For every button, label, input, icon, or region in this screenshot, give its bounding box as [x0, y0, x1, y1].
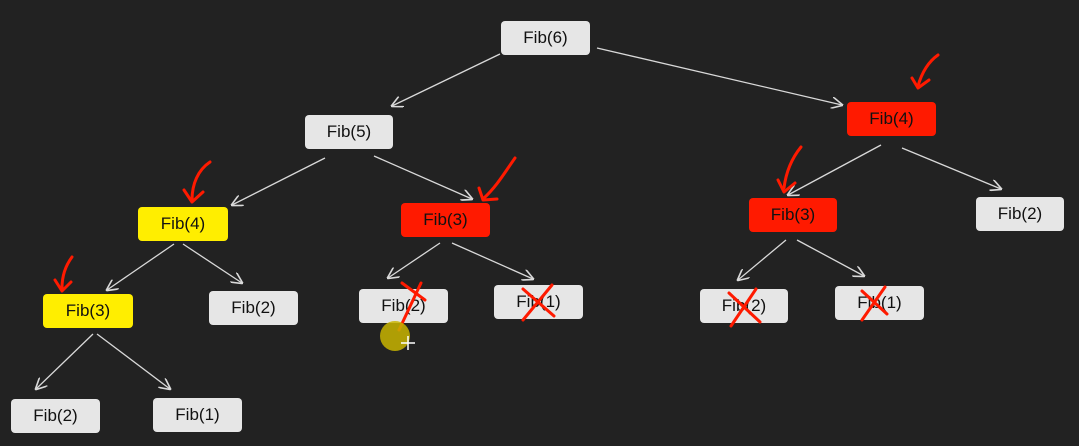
edge-n4r-n2r	[901, 147, 1001, 189]
node-fib1-a: Fib(1)	[494, 285, 583, 319]
node-fib1-b: Fib(1)	[835, 286, 924, 320]
node-fib3-left: Fib(3)	[43, 294, 133, 328]
edge-n3l-n1c	[96, 333, 170, 389]
node-fib3-right: Fib(3)	[749, 198, 837, 232]
node-fib5: Fib(5)	[305, 115, 393, 149]
node-fib2-a: Fib(2)	[209, 291, 298, 325]
edge-n3m-n1a	[451, 242, 533, 279]
node-fib3-mid: Fib(3)	[401, 203, 490, 237]
checkmark-arrow-icon	[477, 156, 517, 202]
edge-n3r-n2c	[738, 239, 787, 280]
node-fib6-root: Fib(6)	[501, 21, 590, 55]
edge-n5-n3-mid	[373, 155, 472, 199]
node-fib2-right: Fib(2)	[976, 197, 1064, 231]
edge-n3r-n1b	[796, 239, 864, 276]
edge-n4r-n3r	[788, 144, 882, 195]
edge-n3l-n2d	[36, 333, 94, 389]
edge-n4l-n2a	[182, 243, 242, 283]
edge-n3m-n2b	[388, 242, 441, 278]
mouse-cursor-icon	[380, 321, 415, 351]
edge-root-n5	[392, 53, 501, 106]
node-fib2-d: Fib(2)	[11, 399, 100, 433]
checkmark-arrow-icon	[182, 160, 212, 204]
checkmark-arrow-icon	[53, 255, 74, 293]
node-fib2-c: Fib(2)	[700, 289, 788, 323]
node-fib4-right: Fib(4)	[847, 102, 936, 136]
checkmark-arrow-icon	[910, 53, 940, 90]
checkmark-arrow-icon	[776, 145, 803, 194]
node-fib1-c: Fib(1)	[153, 398, 242, 432]
edge-n4l-n3l	[107, 243, 175, 290]
node-fib2-b: Fib(2)	[359, 289, 448, 323]
edge-root-n4-right	[596, 47, 842, 105]
edge-n5-n4-left	[232, 157, 326, 205]
node-fib4-left: Fib(4)	[138, 207, 228, 241]
